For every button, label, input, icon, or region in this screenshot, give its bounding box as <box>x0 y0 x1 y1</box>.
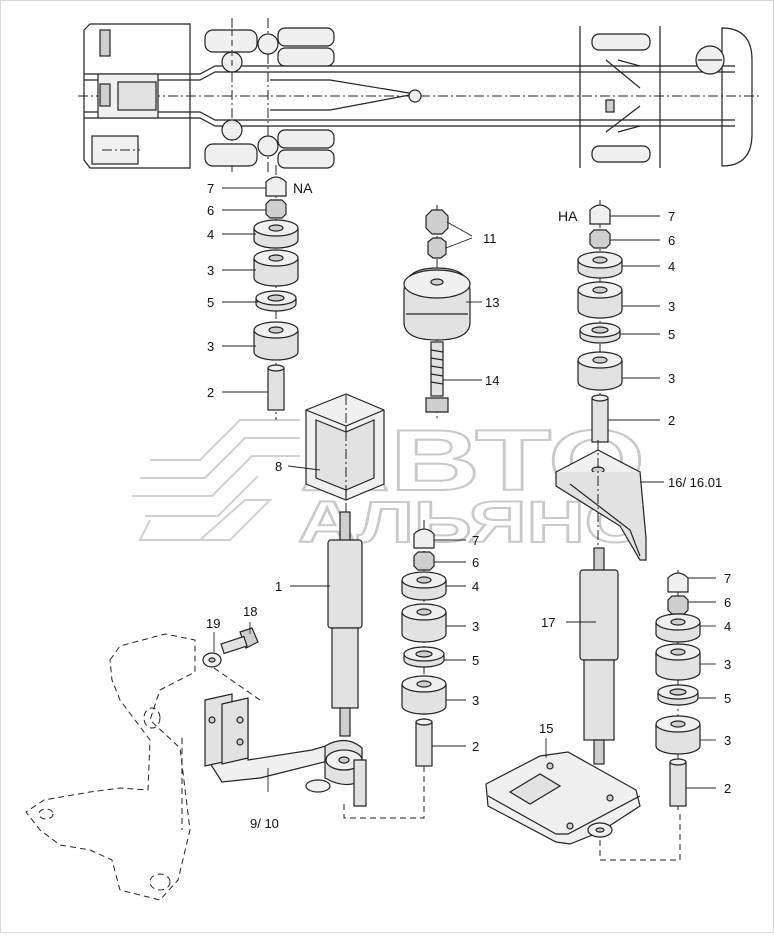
part-16-bracket <box>554 440 647 561</box>
part-18-bolt <box>220 627 259 655</box>
drawbar-pivot <box>408 89 422 103</box>
leader-lines <box>213 187 716 792</box>
rear-bumper <box>721 27 753 167</box>
part-8-bracket <box>305 393 385 520</box>
label-3-left-lower: 3 <box>207 339 214 354</box>
transmission <box>117 81 157 111</box>
cab-mount-rear-left-lower <box>221 119 243 141</box>
label-3-far-right-lower: 3 <box>724 733 731 748</box>
center-bottom-stack <box>343 520 447 819</box>
label-16-1601: 16/ 16.01 <box>668 475 722 490</box>
rear-suspension-links <box>605 59 641 133</box>
wheel-rear-left <box>591 33 651 51</box>
label-1: 1 <box>275 579 282 594</box>
wheel-second-left-a <box>277 27 335 47</box>
label-5-left: 5 <box>207 295 214 310</box>
part-7-cap-center <box>413 528 435 549</box>
label-7-left: 7 <box>207 181 214 196</box>
label-7-right: 7 <box>668 209 675 224</box>
part-6-nut-center <box>413 551 435 571</box>
label-5-right: 5 <box>668 327 675 342</box>
part-6-nut-left <box>265 199 287 219</box>
label-5-center: 5 <box>472 653 479 668</box>
wheel-rear-right <box>591 145 651 163</box>
label-7-center: 7 <box>472 533 479 548</box>
wheel-second-right-a <box>277 129 335 149</box>
label-11: 11 <box>483 231 497 246</box>
label-15: 15 <box>539 721 553 736</box>
label-3-center-lower: 3 <box>472 693 479 708</box>
wheel-front-left <box>204 29 258 53</box>
callout-labels: NA HA 7 6 4 3 5 3 2 8 1 9/ 10 18 19 11 1… <box>206 180 731 831</box>
label-18: 18 <box>243 604 257 619</box>
label-17: 17 <box>541 615 555 630</box>
label-4-center: 4 <box>472 579 479 594</box>
right-mount-stack <box>577 200 623 443</box>
part-11-nut-lower <box>427 237 447 259</box>
label-4-right: 4 <box>668 259 675 274</box>
wheel-second-left-b <box>277 47 335 67</box>
part-6-nut-far-right <box>667 595 689 615</box>
part-7-cap-left <box>265 176 287 197</box>
label-4-far-right: 4 <box>724 619 731 634</box>
cab-outline <box>83 23 191 169</box>
cab-mount-front-upper <box>99 29 111 57</box>
label-3-far-right-upper: 3 <box>724 657 731 672</box>
part-7-cap-far-right <box>667 572 689 593</box>
left-mount-stack <box>253 165 299 420</box>
cab-mount-rear-right-lower <box>257 135 279 157</box>
part-15-base-plate <box>485 751 681 861</box>
part-7-cap-right <box>589 204 611 225</box>
label-3-center-upper: 3 <box>472 619 479 634</box>
label-2-right: 2 <box>668 413 675 428</box>
part-9-10-lower-bracket <box>204 693 367 807</box>
label-6-right: 6 <box>668 233 675 248</box>
part-17-shock-absorber <box>579 547 619 765</box>
part-6-nut-right <box>589 229 611 249</box>
wheel-front-right <box>204 143 258 167</box>
label-8: 8 <box>275 459 282 474</box>
wheel-second-right-b <box>277 149 335 169</box>
part-19-washer <box>202 652 222 668</box>
center-mount-stack <box>403 205 471 420</box>
label-2-left: 2 <box>207 385 214 400</box>
label-3-right-upper: 3 <box>668 299 675 314</box>
label-19: 19 <box>206 616 220 631</box>
label-4-left: 4 <box>207 227 214 242</box>
label-13: 13 <box>485 295 499 310</box>
cab-mount-front-middle <box>99 83 111 107</box>
part-11-nut-upper <box>425 209 449 235</box>
part-1-shock-absorber <box>327 511 363 737</box>
chassis-top-view <box>78 18 762 172</box>
watermark-logo <box>132 419 300 541</box>
label-3-right-lower: 3 <box>668 371 675 386</box>
label-9-10: 9/ 10 <box>250 816 279 831</box>
label-14: 14 <box>485 373 499 388</box>
label-7-far-right: 7 <box>724 571 731 586</box>
far-right-mount-stack <box>655 570 701 810</box>
label-6-center: 6 <box>472 555 479 570</box>
chassis-member-dashed <box>25 633 196 901</box>
label-ha: HA <box>558 208 578 224</box>
label-2-far-right: 2 <box>724 781 731 796</box>
label-2-center: 2 <box>472 739 479 754</box>
label-5-far-right: 5 <box>724 691 731 706</box>
label-3-left-upper: 3 <box>207 263 214 278</box>
cab-mount-rear-right <box>257 33 279 55</box>
label-6-left: 6 <box>207 203 214 218</box>
label-na: NA <box>293 180 313 196</box>
label-6-far-right: 6 <box>724 595 731 610</box>
